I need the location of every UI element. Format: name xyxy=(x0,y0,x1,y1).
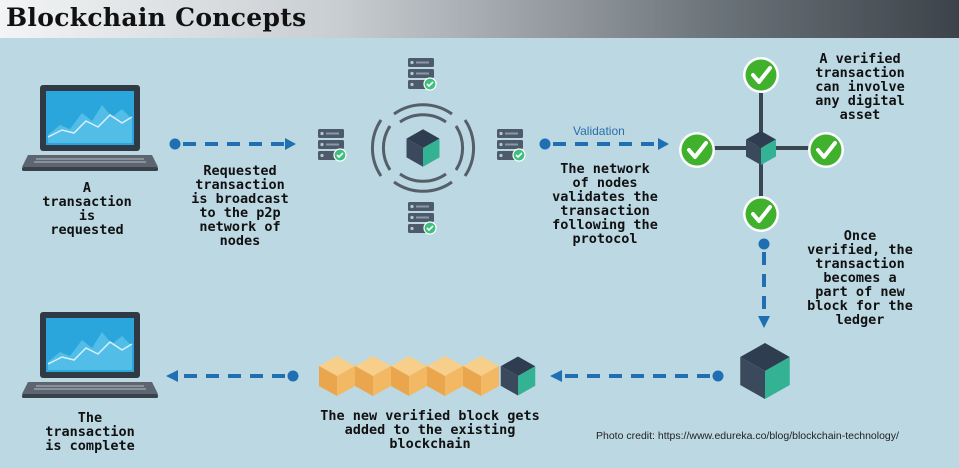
photo-credit: Photo credit: https://www.edureka.co/blo… xyxy=(596,430,899,442)
check-icon-left xyxy=(677,130,717,170)
arrow-icon-complete xyxy=(166,370,299,382)
step-new-block: Once verified, the transaction becomes a… xyxy=(807,228,913,328)
step-complete: The transaction is complete xyxy=(45,410,135,454)
check-icon-top xyxy=(741,55,781,95)
page-title: Blockchain Concepts xyxy=(6,3,307,32)
step-validates: The network of nodes validates the trans… xyxy=(552,161,658,247)
title-bar: Blockchain Concepts xyxy=(0,0,959,38)
arrow-icon-validation xyxy=(539,138,669,150)
cube-icon-network xyxy=(406,129,440,167)
check-icon-bottom xyxy=(741,194,781,234)
check-icon-right xyxy=(806,130,846,170)
step-requested: A transaction is requested xyxy=(42,180,132,238)
server-icon-top xyxy=(407,57,437,91)
arrow-icon-broadcast xyxy=(169,138,296,150)
arrow-icon-to-chain xyxy=(550,370,724,382)
cube-icon-new-block xyxy=(740,342,790,400)
validation-label: Validation xyxy=(573,124,625,138)
step-added: The new verified block gets added to the… xyxy=(320,408,540,452)
server-icon-left xyxy=(317,128,347,162)
laptop-icon-complete xyxy=(21,311,159,399)
arrow-icon-down xyxy=(758,238,770,328)
server-icon-bottom xyxy=(407,201,437,235)
server-icon-right xyxy=(496,128,526,162)
blockchain-icon xyxy=(319,356,536,396)
step-broadcast: Requested transaction is broadcast to th… xyxy=(191,163,289,249)
signal-waves xyxy=(370,103,476,193)
step-digital-asset: A verified transaction can involve any d… xyxy=(815,51,905,123)
diagram-panel xyxy=(0,38,959,468)
laptop-icon-requested xyxy=(21,84,159,172)
cube-icon-verified xyxy=(746,131,776,165)
